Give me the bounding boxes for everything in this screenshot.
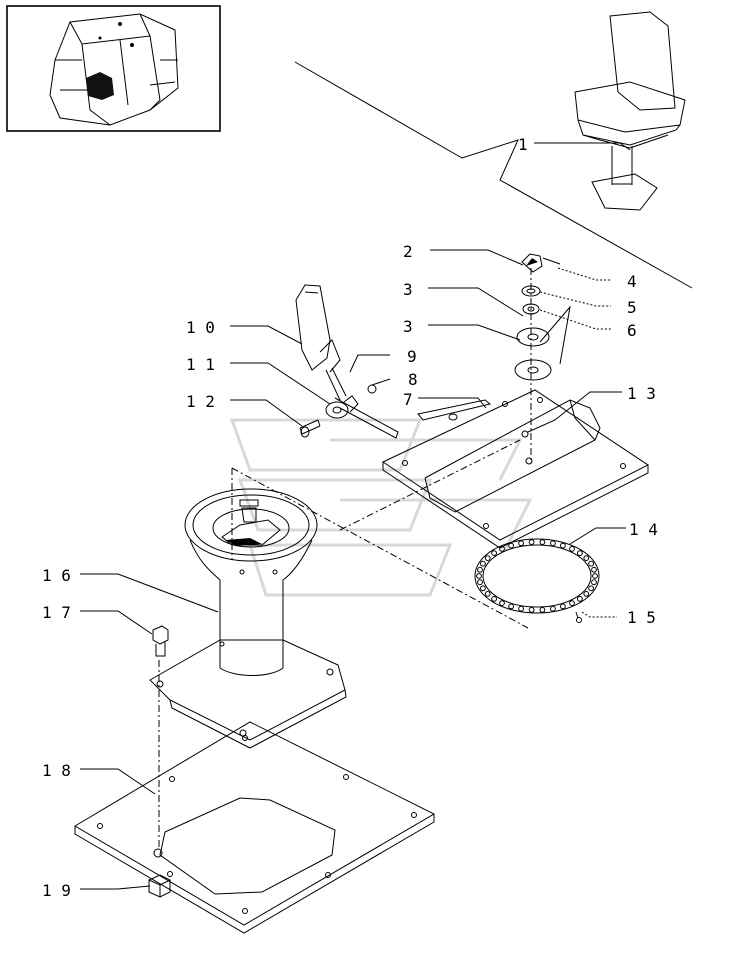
bearing-ball <box>592 573 598 579</box>
height-lever-group <box>295 284 399 439</box>
locator-inset <box>6 5 221 132</box>
callout-19: 1 9 <box>42 881 71 900</box>
watermark-logo <box>229 418 533 597</box>
seat-assembly-reference <box>294 11 693 289</box>
bearing-ball <box>569 600 575 606</box>
bearing-ball <box>528 607 535 613</box>
bearing-ball <box>491 596 498 602</box>
bearing-ball <box>588 585 594 592</box>
callout-12: 1 2 <box>186 392 215 411</box>
callout-16: 1 6 <box>42 566 71 585</box>
bearing-ball <box>583 555 590 561</box>
seat-column <box>149 439 529 749</box>
bearing-ball <box>569 546 575 552</box>
callout-13: 1 3 <box>627 384 656 403</box>
callout-17: 1 7 <box>42 603 71 622</box>
callout-15: 1 5 <box>627 608 656 627</box>
callout-10: 1 0 <box>186 318 215 337</box>
mounting-plate <box>381 389 649 549</box>
leader-lines <box>80 142 631 890</box>
bearing-ball <box>477 566 483 573</box>
callout-11: 1 1 <box>186 355 215 374</box>
callout-labels: 1 2 3 3 4 5 6 7 8 9 1 0 1 1 1 2 1 3 1 4 … <box>42 135 658 900</box>
bearing-ball <box>484 591 491 597</box>
bearing-ball <box>560 603 566 610</box>
callout-3b: 3 <box>403 317 413 336</box>
bolt-17 <box>152 625 169 850</box>
bearing-ball <box>476 573 482 579</box>
callout-9: 9 <box>407 347 417 366</box>
callout-3a: 3 <box>403 280 413 299</box>
bearing-ball <box>560 542 566 549</box>
bearing-ball <box>477 579 483 586</box>
bearing-ball <box>499 600 505 606</box>
bearing-ball <box>484 555 491 561</box>
bearing-ball <box>591 566 597 573</box>
bearing-ball <box>508 542 515 549</box>
bearing-ring <box>474 538 600 623</box>
bearing-ball <box>518 605 524 612</box>
bearing-ball <box>518 540 524 547</box>
callout-4: 4 <box>627 272 637 291</box>
bearing-ball <box>491 550 498 556</box>
callout-2: 2 <box>403 242 413 261</box>
callout-5: 5 <box>627 298 637 317</box>
nut-19 <box>148 874 171 898</box>
bearing-ball <box>508 603 515 610</box>
bearing-ball <box>591 579 597 586</box>
bearing-ball <box>480 560 486 567</box>
bearing-ball <box>528 539 535 545</box>
bearing-ball <box>550 540 556 547</box>
bearing-ball <box>480 585 486 592</box>
adjustment-knob-stack <box>514 253 561 460</box>
floor-plate <box>74 721 436 934</box>
bearing-ball <box>588 560 594 567</box>
callout-7: 7 <box>403 390 413 409</box>
callout-6: 6 <box>627 321 637 340</box>
callout-8: 8 <box>408 370 418 389</box>
bearing-ball <box>577 550 583 556</box>
bearing-ball <box>539 539 546 545</box>
bearing-ball <box>577 596 583 602</box>
callout-14: 1 4 <box>629 520 658 539</box>
bearing-ball <box>550 605 556 612</box>
bearing-ball <box>539 607 546 613</box>
callout-18: 1 8 <box>42 761 71 780</box>
seat-thumbnail <box>574 11 686 211</box>
bearing-ball <box>583 591 590 597</box>
bearing-ball <box>499 546 505 552</box>
callout-1: 1 <box>518 135 528 154</box>
